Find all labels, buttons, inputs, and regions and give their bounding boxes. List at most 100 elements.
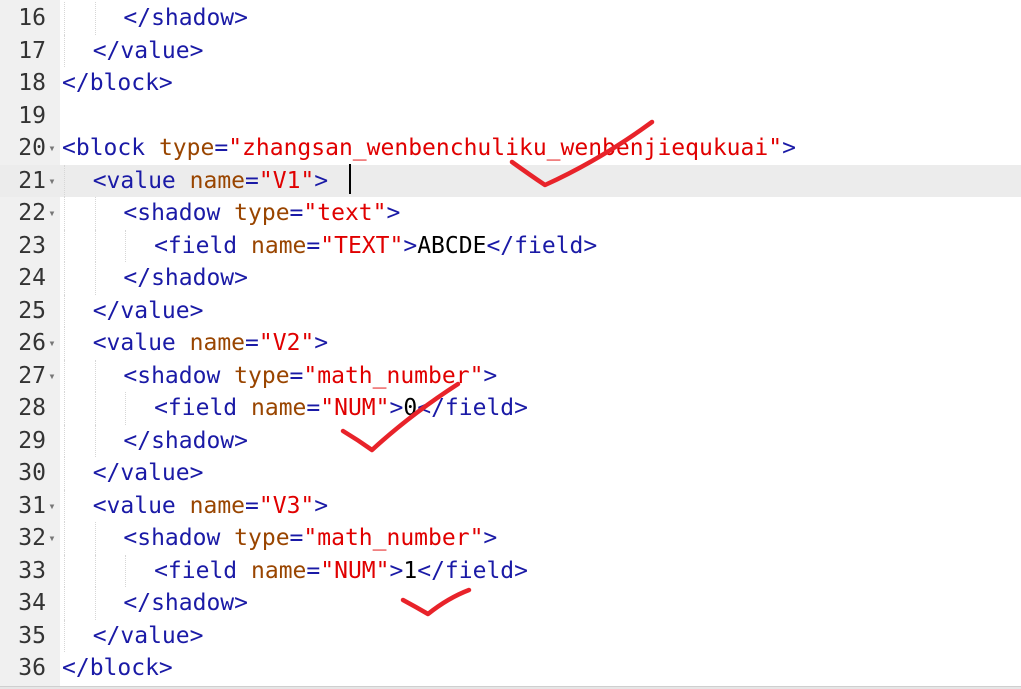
xml-tag-token: </block>	[62, 655, 173, 681]
code-line[interactable]: 22▾ <shadow type="text">	[0, 197, 1021, 230]
code-text[interactable]: <field name="TEXT">ABCDE</field>	[62, 229, 597, 263]
xml-string-token: "zhangsan_wenbenchuliku_wenbenjiequkuai"	[228, 135, 783, 161]
indent-guide	[62, 262, 93, 295]
line-number: 18	[18, 70, 46, 96]
line-number: 32	[18, 525, 46, 551]
code-line[interactable]: 33<field name="NUM">1</field>	[0, 554, 1021, 588]
code-text[interactable]: </shadow>	[62, 262, 248, 295]
code-line[interactable]: 34</shadow>	[0, 587, 1021, 620]
indent-guide	[62, 424, 93, 458]
code-text[interactable]: </value>	[62, 619, 204, 653]
line-number: 17	[18, 37, 46, 64]
code-line[interactable]: 30</value>	[0, 457, 1021, 490]
fold-toggle-icon[interactable]: ▾	[48, 206, 56, 220]
xml-tag-token: </shadow>	[123, 427, 248, 454]
xml-tag-token: =	[306, 232, 321, 259]
xml-attribute-token: name	[251, 557, 307, 584]
code-text[interactable]: <shadow type="text">	[62, 197, 400, 230]
xml-tag-token: <value	[92, 330, 190, 356]
indent-guide	[62, 522, 93, 555]
xml-tag-token: =	[289, 200, 304, 226]
code-line[interactable]: 16 </shadow>	[0, 2, 1021, 35]
indent-guide	[62, 554, 93, 588]
xml-tag-token: >	[403, 232, 418, 259]
code-text[interactable]: <field name="NUM">1</field>	[62, 554, 528, 588]
line-number: 24	[18, 265, 46, 291]
line-number: 27	[18, 362, 46, 389]
code-line[interactable]: 23 <field name="TEXT">ABCDE</field>	[0, 229, 1021, 263]
xml-string-token: "NUM"	[320, 395, 390, 421]
code-text[interactable]: </value>	[62, 34, 203, 68]
line-number: 28	[18, 395, 46, 421]
xml-text-token: 1	[403, 557, 418, 584]
code-text[interactable]: </block>	[62, 652, 173, 685]
indent-guide	[62, 197, 93, 230]
code-text[interactable]: </block>	[62, 67, 173, 100]
xml-tag-token: </value>	[92, 622, 204, 649]
xml-tag-token: <value	[92, 167, 190, 194]
xml-tag-token: <value	[92, 492, 190, 519]
code-line[interactable]: 19	[0, 100, 1021, 133]
line-number: 26	[18, 330, 46, 356]
code-text[interactable]: </shadow>	[62, 424, 248, 458]
fold-toggle-icon[interactable]: ▾	[48, 141, 56, 155]
indent-guide	[123, 392, 154, 425]
code-line[interactable]: 27▾ <shadow type="math_number">	[0, 359, 1021, 393]
code-line[interactable]: 32▾ <shadow type="math_number">	[0, 522, 1021, 555]
code-line[interactable]: 17 </value>	[0, 34, 1021, 68]
line-number: 23	[18, 232, 46, 259]
code-text[interactable]: <shadow type="math_number">	[62, 522, 497, 555]
xml-string-token: "V2"	[258, 330, 315, 356]
code-line[interactable]: 29</shadow>	[0, 424, 1021, 458]
indent-guide	[62, 2, 93, 35]
code-text[interactable]: </shadow>	[62, 2, 248, 35]
code-line[interactable]: 31▾<value name="V3">	[0, 489, 1021, 523]
code-text[interactable]: </value>	[62, 294, 203, 328]
xml-tag-token: >	[483, 362, 498, 389]
code-line[interactable]: 35 </value>	[0, 619, 1021, 653]
code-text[interactable]: <value name="V3">	[62, 489, 329, 523]
indent-guide	[62, 294, 93, 328]
xml-tag-token: >	[386, 200, 401, 226]
line-number: 22	[18, 200, 46, 226]
fold-toggle-icon[interactable]: ▾	[48, 173, 56, 188]
code-line[interactable]: 25</value>	[0, 294, 1021, 328]
fold-toggle-icon[interactable]: ▾	[48, 498, 56, 513]
xml-string-token: "NUM"	[320, 557, 390, 584]
xml-tag-token: </block>	[62, 70, 173, 96]
xml-tag-token: </field>	[417, 557, 528, 584]
fold-toggle-icon[interactable]: ▾	[48, 336, 56, 350]
xml-tag-token: >	[314, 492, 329, 519]
code-text[interactable]: <block type="zhangsan_wenbenchuliku_wenb…	[62, 132, 796, 165]
code-text[interactable]: <value name="V2">	[62, 327, 328, 360]
code-line[interactable]: 26▾ <value name="V2">	[0, 327, 1021, 360]
xml-string-token: "math_number"	[303, 362, 484, 389]
code-line[interactable]: 20▾<block type="zhangsan_wenbenchuliku_w…	[0, 132, 1021, 165]
code-line[interactable]: 36</block>	[0, 652, 1021, 685]
code-text[interactable]: </shadow>	[62, 587, 248, 620]
xml-string-token: "text"	[303, 200, 387, 226]
xml-tag-token: >	[314, 167, 329, 194]
line-number: 16	[18, 5, 46, 31]
code-line[interactable]: 24 </shadow>	[0, 262, 1021, 295]
code-line[interactable]: 28 <field name="NUM">0</field>	[0, 392, 1021, 425]
indent-guide	[93, 554, 124, 588]
status-bar-edge	[0, 686, 1021, 689]
code-text[interactable]: <field name="NUM">0</field>	[62, 392, 528, 425]
code-line[interactable]: 21▾<value name="V1">	[0, 164, 1021, 198]
indent-guide	[62, 392, 93, 425]
code-text[interactable]: <value name="V1">	[62, 164, 329, 198]
fold-toggle-icon[interactable]: ▾	[48, 368, 56, 383]
line-number: 35	[18, 622, 46, 649]
indent-guide	[62, 619, 93, 653]
xml-tag-token: <field	[154, 557, 251, 584]
code-line[interactable]: 18 </block>	[0, 67, 1021, 100]
indent-guide	[62, 229, 93, 263]
code-text[interactable]: </value>	[62, 457, 203, 490]
fold-toggle-icon[interactable]: ▾	[48, 531, 56, 545]
xml-string-token: "math_number"	[303, 525, 484, 551]
code-text[interactable]: <shadow type="math_number">	[62, 359, 498, 393]
line-number-gutter	[0, 0, 60, 686]
xml-tag-token: </shadow>	[123, 590, 248, 616]
